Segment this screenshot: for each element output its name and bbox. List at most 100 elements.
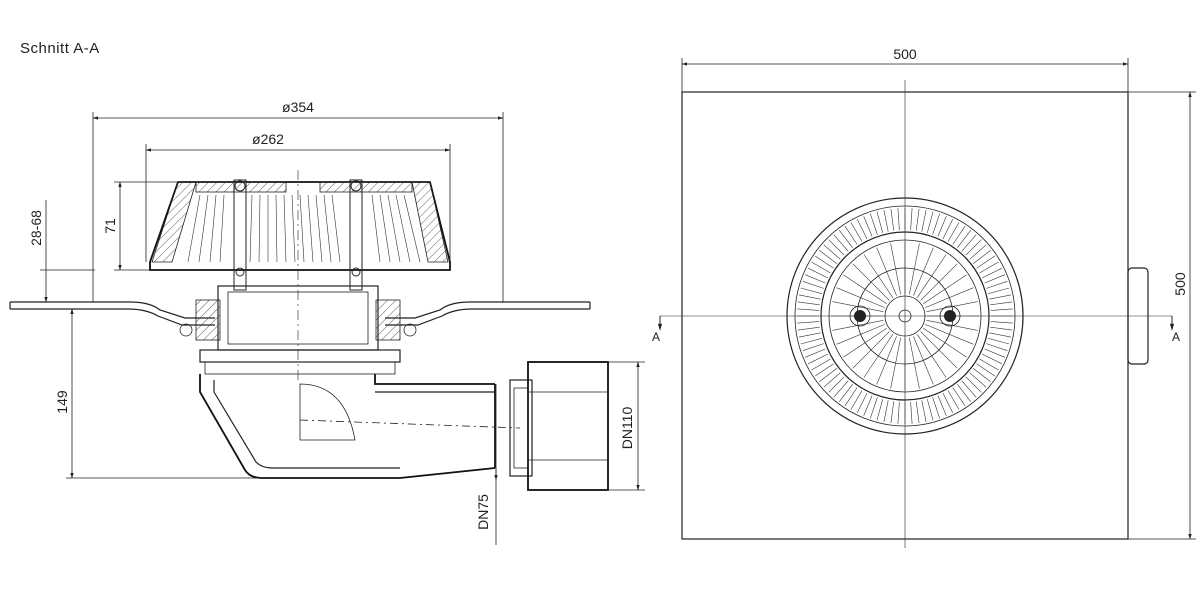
- grate-slot: [973, 368, 991, 382]
- grate-slot: [807, 267, 829, 279]
- grate-slot: [976, 255, 995, 269]
- grate-slot: [876, 247, 897, 296]
- grate-slot: [828, 376, 845, 393]
- grate-slot: [915, 208, 920, 231]
- grate-slot: [876, 211, 883, 233]
- grate-slot: [921, 210, 927, 232]
- grate-slot: [942, 392, 954, 414]
- grate-slot: [876, 336, 897, 385]
- grate-slot: [988, 338, 1010, 345]
- grate-slot: [852, 263, 890, 301]
- grate-slot: [913, 336, 934, 385]
- grate-slot: [883, 400, 889, 422]
- grate-slot: [897, 208, 900, 231]
- dim-height-149-label: 149: [54, 390, 70, 414]
- dim-height-71: 71: [102, 181, 180, 271]
- grate-slot: [815, 255, 834, 269]
- dim-inner-diameter: ø262: [145, 131, 451, 262]
- grate-slot: [870, 397, 878, 419]
- grate-slot: [920, 263, 958, 301]
- grate-slot: [799, 332, 821, 338]
- grate-slot: [797, 308, 820, 311]
- grate-slot: [986, 281, 1008, 289]
- grate-slot: [925, 287, 974, 308]
- plan-grate: [786, 197, 1024, 435]
- grate-slot: [811, 358, 831, 371]
- outlet-coupling: [509, 361, 609, 491]
- grate-slot: [937, 395, 947, 416]
- grate-slot: [923, 274, 967, 305]
- grate-slot: [832, 320, 884, 331]
- grate-slot: [910, 208, 913, 231]
- grate-slot: [819, 368, 837, 382]
- grate-slot: [990, 321, 1013, 324]
- grate-slot: [984, 274, 1005, 284]
- dim-range-label: 28-68: [28, 210, 44, 246]
- grate-slot: [915, 401, 920, 424]
- grate-slot: [833, 380, 849, 398]
- grate-slot: [863, 216, 873, 237]
- grate-slot: [843, 327, 887, 358]
- section-mark-left-label: A: [652, 330, 660, 344]
- grate-slot: [925, 324, 974, 345]
- grate-slot: [927, 211, 934, 233]
- grate-slot: [863, 254, 894, 298]
- grate-slot: [800, 287, 822, 294]
- grate-slot: [969, 244, 987, 260]
- grate-slot: [979, 358, 999, 371]
- grate-slot: [965, 239, 982, 256]
- grate-slot: [947, 222, 960, 242]
- grate-slot: [805, 348, 826, 358]
- dim-inner-diameter-label: ø262: [252, 131, 284, 147]
- dim-dn110-label: DN110: [619, 407, 635, 450]
- grate-slot: [870, 213, 878, 235]
- grate-slot: [815, 363, 834, 377]
- dim-plan-width: 500: [681, 46, 1129, 92]
- grate-slot: [844, 226, 858, 245]
- grate-slot: [876, 399, 883, 421]
- grate-slot: [984, 348, 1005, 358]
- dim-range-28-68: 28-68: [28, 200, 95, 303]
- section-mark-right: A: [1169, 316, 1180, 344]
- grate-slot: [797, 301, 820, 306]
- grate-slot: [823, 372, 841, 388]
- drain-body-lower: [199, 374, 521, 479]
- grate-slot: [852, 331, 890, 369]
- grate-slot: [952, 387, 966, 406]
- grate-slot: [802, 343, 824, 351]
- grate-slot: [986, 343, 1008, 351]
- section-mark-right-label: A: [1172, 330, 1180, 344]
- grate-slot: [890, 337, 901, 389]
- grate-slot: [921, 400, 927, 422]
- grate-slot: [909, 243, 920, 295]
- grate-slot: [990, 301, 1013, 306]
- grate-slot: [883, 210, 889, 232]
- grate-slot: [797, 326, 820, 331]
- grate-slot: [863, 334, 894, 378]
- grate-slot: [863, 395, 873, 416]
- grate-slot: [976, 363, 995, 377]
- grate-slot: [819, 250, 837, 264]
- grate-slot: [926, 301, 978, 312]
- grate-slot: [890, 243, 901, 295]
- grate-slot: [836, 324, 885, 345]
- grate-slot: [947, 390, 960, 410]
- dim-plan-width-label: 500: [893, 46, 917, 62]
- grate-slot: [807, 353, 829, 365]
- grate-slot: [910, 401, 913, 424]
- grate-slot: [836, 287, 885, 308]
- grate-slot: [833, 234, 849, 252]
- grate-slot: [979, 261, 999, 274]
- grate-slot: [890, 208, 895, 231]
- grate-slot: [850, 222, 863, 242]
- dim-plan-height-label: 500: [1172, 272, 1188, 296]
- grate-slot: [890, 401, 895, 424]
- grate-slot: [927, 399, 934, 421]
- grate-slot: [952, 226, 966, 245]
- grate-slot: [981, 267, 1003, 279]
- grate-slot: [981, 353, 1003, 365]
- grate-slot: [823, 244, 841, 260]
- section-view: Schnitt A-A: [9, 40, 645, 545]
- grate-slot: [932, 213, 940, 235]
